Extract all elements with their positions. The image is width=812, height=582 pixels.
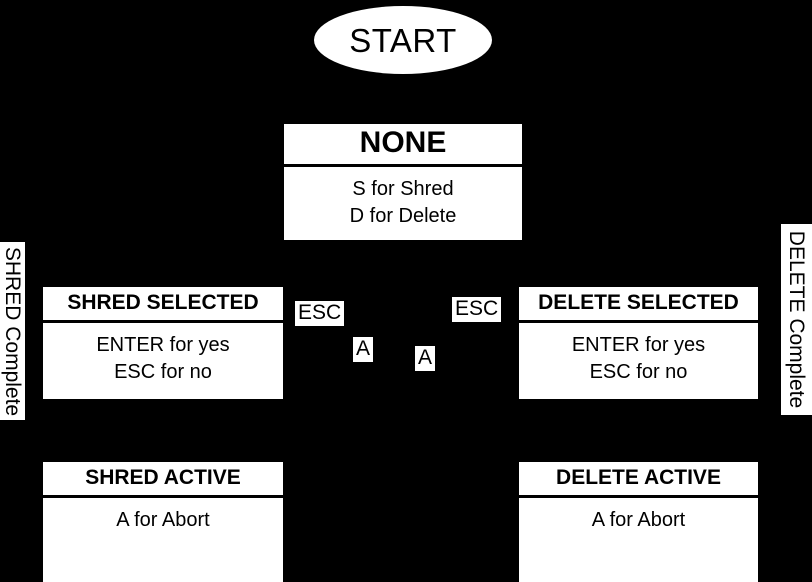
state-body-line: A for Abort [116, 508, 210, 531]
state-title-delete-selected: DELETE SELECTED [519, 287, 758, 323]
state-body-none: S for Shred D for Delete [284, 167, 522, 240]
state-body-line: ESC for no [589, 361, 688, 384]
edge-label-delete-complete: DELETE Complete [781, 224, 812, 415]
state-title-none: NONE [284, 124, 522, 167]
state-box-delete-active: DELETE ACTIVE A for Abort [519, 462, 758, 582]
edge-label-esc-left: ESC [295, 301, 345, 327]
state-body-line: ENTER for yes [96, 333, 230, 356]
state-body-delete-active: A for Abort [519, 498, 758, 582]
edge-label-abort-right: A [415, 346, 436, 372]
start-node-label: START [349, 21, 457, 59]
state-title-shred-selected: SHRED SELECTED [43, 287, 283, 323]
state-title-shred-active: SHRED ACTIVE [43, 462, 283, 498]
state-box-delete-selected: DELETE SELECTED ENTER for yes ESC for no [519, 287, 758, 399]
edge-label-esc-right: ESC [452, 297, 502, 323]
edge-label-text: SHRED Complete [1, 246, 25, 416]
state-body-shred-active: A for Abort [43, 498, 283, 582]
state-body-line: ENTER for yes [571, 333, 706, 356]
state-box-none: NONE S for Shred D for Delete [284, 124, 522, 240]
state-body-line: ESC for no [114, 361, 212, 384]
edge-label-text: DELETE Complete [785, 230, 808, 409]
state-box-shred-active: SHRED ACTIVE A for Abort [43, 462, 283, 582]
start-node: START [314, 6, 492, 74]
state-body-line: A for Abort [591, 508, 686, 531]
state-body-line: S for Shred [352, 177, 454, 200]
state-title-delete-active: DELETE ACTIVE [519, 462, 758, 498]
state-body-delete-selected: ENTER for yes ESC for no [519, 323, 758, 399]
edge-label-shred-complete: SHRED Complete [0, 242, 25, 420]
edge-label-abort-left: A [353, 337, 374, 363]
state-body-line: D for Delete [349, 205, 457, 228]
state-box-shred-selected: SHRED SELECTED ENTER for yes ESC for no [43, 287, 283, 399]
state-body-shred-selected: ENTER for yes ESC for no [43, 323, 283, 399]
